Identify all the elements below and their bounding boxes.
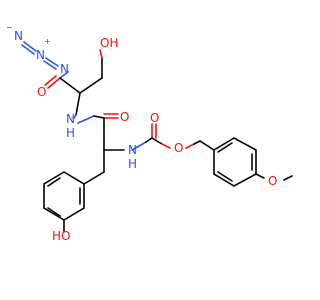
- atom-carbonyl1-o: O: [37, 85, 46, 99]
- atom-amide-n: N: [66, 112, 75, 126]
- atom-carbamate-h: H: [128, 157, 137, 171]
- bond-azide-2b: [43, 60, 57, 70]
- methoxyphenyl-ring: [213, 137, 257, 187]
- tyrosine-ring-db3: [47, 177, 61, 187]
- bond-c1-ca1: [59, 77, 81, 94]
- bond-nh-c2: [77, 115, 95, 124]
- atom-azide-n1: N: [14, 29, 23, 43]
- bond-ring-ome: [255, 173, 265, 179]
- methoxyphenyl-db3: [217, 171, 233, 182]
- methoxyphenyl-db1: [217, 142, 233, 153]
- bond-cb-ring: [83, 171, 105, 185]
- atom-methoxy-o: O: [268, 174, 277, 188]
- tyrosine-ring-db2: [47, 207, 61, 217]
- charge-azide-minus: −: [6, 23, 13, 32]
- bonds: [21, 41, 293, 233]
- tyrosine-ring: [43, 171, 85, 221]
- bond-ca1-nh: [75, 92, 81, 116]
- bond-ome-me: [283, 175, 293, 181]
- atom-carbamate-n: N: [128, 143, 137, 157]
- atom-carbamate-o-ester: O: [174, 141, 183, 155]
- bond-azide-1b: [21, 44, 35, 55]
- atom-azide-n2: N: [36, 48, 45, 62]
- atom-carbamate-o-carbonyl: O: [150, 111, 159, 125]
- bond-nh2-c3-b: [145, 137, 153, 143]
- bond-c3-oest: [151, 137, 163, 145]
- bond-oest-ch2: [185, 143, 195, 149]
- atom-phenol-oh: HO: [52, 229, 70, 243]
- bond-azide-1a: [23, 41, 37, 52]
- bond-oest-ch2-b: [193, 140, 201, 145]
- bond-ca1-nh-2: [73, 114, 77, 119]
- molecule-structure: N − N + N O OH N H O N H O O O HO: [6, 23, 293, 243]
- bond-azide-2a: [45, 57, 59, 67]
- atom-labels: N − N + N O OH N H O N H O O O HO: [6, 23, 277, 243]
- atom-azide-n3: N: [60, 62, 69, 76]
- bond-c3-oest-2: [161, 143, 171, 149]
- bond-ch2-ring2: [199, 140, 215, 151]
- bond-n-c1: [59, 71, 69, 79]
- bond-nh2-c3: [131, 141, 147, 151]
- charge-azide-plus: +: [44, 37, 51, 46]
- atom-amide-h: H: [66, 126, 75, 140]
- bond-c1-o-2: [44, 75, 57, 86]
- bond-c1-o: [47, 77, 61, 89]
- bond-ch2-oh: [99, 49, 103, 59]
- atom-carbonyl2-o: O: [120, 110, 129, 124]
- atom-hydroxymethyl-oh: OH: [100, 36, 118, 50]
- bond-ca1-ch2: [79, 77, 103, 94]
- bond-nh-c2-2: [93, 115, 105, 119]
